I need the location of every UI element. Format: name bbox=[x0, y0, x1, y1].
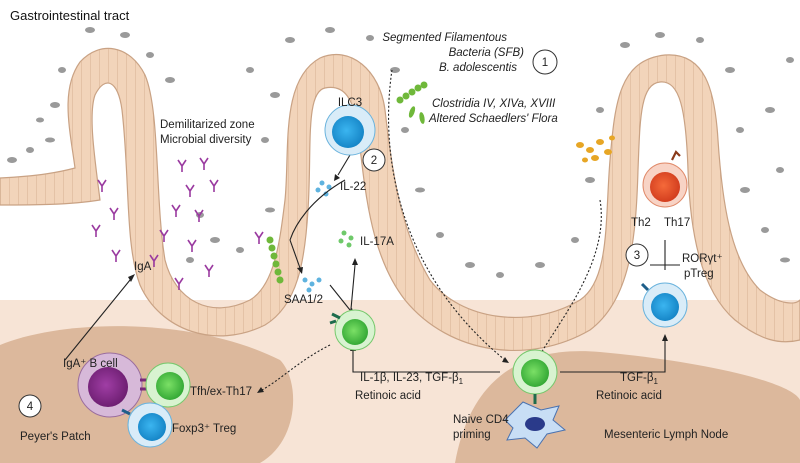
treg-cell bbox=[121, 402, 173, 448]
tgf-right-label: TGF-β1 bbox=[620, 372, 658, 386]
peyers-patch-label: Peyer's Patch bbox=[20, 431, 91, 443]
iga-label: IgA bbox=[134, 261, 152, 273]
clostridia-bacteria bbox=[576, 135, 615, 163]
ilc3-label: ILC3 bbox=[338, 97, 362, 109]
step-3-number: 3 bbox=[634, 250, 640, 262]
cytokines-left-label: IL-1β, IL-23, TGF-β1 bbox=[360, 372, 464, 386]
iga-molecules bbox=[91, 157, 264, 290]
naive-cd4-label-line1: Naive CD4 bbox=[453, 414, 509, 426]
sfb-bacteria bbox=[266, 81, 428, 284]
step-1-circle bbox=[532, 49, 558, 75]
rorgt-label-line1: RORγt⁺ bbox=[682, 253, 723, 265]
zone-label-line2: Microbial diversity bbox=[160, 134, 252, 146]
naive-cd4-label-line2: priming bbox=[453, 429, 491, 441]
iga-b-cell-label: IgA⁺ B cell bbox=[63, 358, 118, 370]
step-2-number: 2 bbox=[371, 155, 377, 167]
peyers-patch-region bbox=[0, 326, 294, 463]
sfb-label-line3: B. adolescentis bbox=[439, 62, 517, 74]
th2-label: Th2 bbox=[631, 217, 651, 229]
th17-red-cell bbox=[642, 150, 688, 208]
dendritic-cell bbox=[504, 401, 567, 449]
retinoic-left-label: Retinoic acid bbox=[355, 390, 421, 402]
il22-dots bbox=[302, 180, 332, 293]
saa-label: SAA1/2 bbox=[284, 294, 323, 306]
rorgt-label-line2: pTreg bbox=[684, 268, 714, 280]
clostridia-label-line1: Clostridia IV, XIVa, XVIII bbox=[432, 98, 556, 110]
arrows bbox=[64, 69, 680, 391]
tfh-cell bbox=[145, 362, 191, 408]
ilc3-cell bbox=[324, 104, 376, 156]
step-4-circle bbox=[18, 394, 42, 418]
sfb-label-line1: Segmented Filamentous bbox=[382, 32, 507, 44]
step-2-circle bbox=[362, 148, 386, 172]
sfb-label-line2: Bacteria (SFB) bbox=[449, 47, 525, 59]
clostridia-label-line2: Altered Schaedlers' Flora bbox=[428, 113, 558, 125]
il17a-dots bbox=[338, 230, 354, 248]
treg-label: Foxp3⁺ Treg bbox=[172, 423, 236, 435]
step-1-number: 1 bbox=[542, 57, 548, 69]
diagram-title: Gastrointestinal tract bbox=[10, 8, 130, 23]
intestinal-epithelium bbox=[0, 47, 800, 351]
il17a-label: IL-17A bbox=[360, 236, 394, 248]
th17-gut-cell bbox=[329, 309, 376, 351]
step-3-circle bbox=[625, 243, 649, 267]
naive-cd4-cell bbox=[512, 349, 558, 404]
zone-label-line1: Demilitarized zone bbox=[160, 119, 255, 131]
step-circles bbox=[18, 49, 649, 418]
tfh-label: Tfh/ex-Th17 bbox=[190, 386, 252, 398]
rorgt-treg-cell bbox=[640, 282, 688, 328]
retinoic-right-label: Retinoic acid bbox=[596, 390, 662, 402]
th17-label: Th17 bbox=[664, 217, 690, 229]
il22-label: IL-22 bbox=[340, 181, 366, 193]
commensal-bacteria bbox=[7, 27, 794, 278]
mln-label: Mesenteric Lymph Node bbox=[604, 429, 728, 441]
step-4-number: 4 bbox=[27, 401, 34, 413]
